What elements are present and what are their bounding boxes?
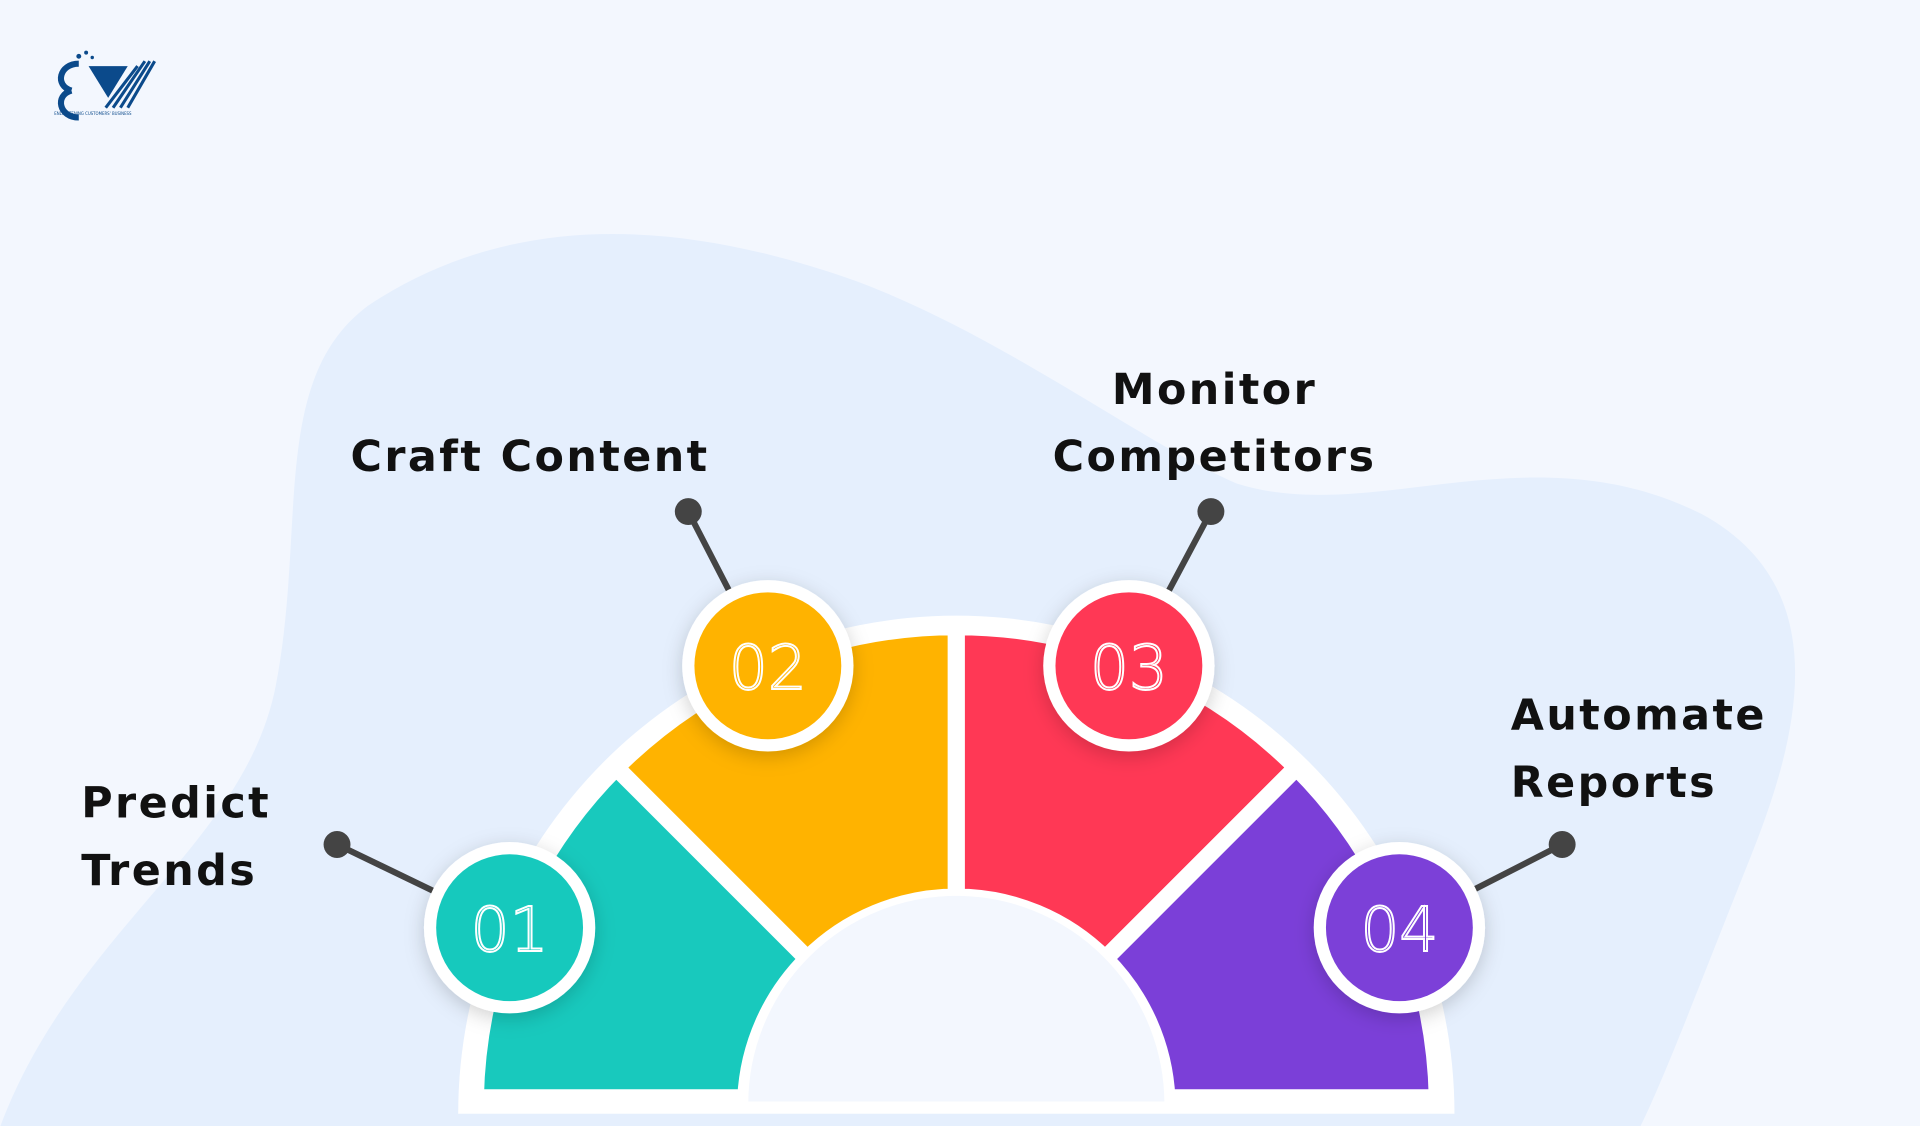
semicircle-gauge [458, 615, 1455, 1114]
logo: ENLIGHTENING CUSTOMERS' BUSINESS [54, 50, 156, 121]
connector-dot-01 [323, 831, 351, 858]
step-label-03-line2: Competitors [1053, 432, 1377, 482]
step-number: 03 [1090, 633, 1168, 704]
step-number: 01 [471, 895, 549, 966]
step-badge-01: 01 [423, 842, 596, 1014]
gauge-hole [743, 891, 1170, 1107]
step-badge-03: 03 [1043, 580, 1215, 752]
step-label-04-line1: Automate [1511, 690, 1767, 740]
step-badge-04: 04 [1313, 842, 1486, 1014]
step-label-01-line1: Predict [81, 779, 271, 829]
step-badge-02: 02 [682, 580, 854, 752]
logo-tagline: ENLIGHTENING CUSTOMERS' BUSINESS [54, 111, 132, 116]
step-label-03-line1: Monitor [1112, 365, 1317, 415]
logo-magnet-icon [58, 60, 80, 121]
step-label-01-line2: Trends [81, 846, 257, 896]
logo-triangle-icon [88, 66, 128, 98]
step-label-04-line2: Reports [1511, 758, 1717, 808]
step-label-02: Craft Content [350, 432, 709, 482]
connector-dot-03 [1197, 498, 1225, 526]
step-number: 02 [729, 633, 807, 704]
connector-dot-04 [1548, 831, 1576, 858]
step-number: 04 [1360, 895, 1438, 966]
connector-dot-02 [674, 498, 702, 526]
